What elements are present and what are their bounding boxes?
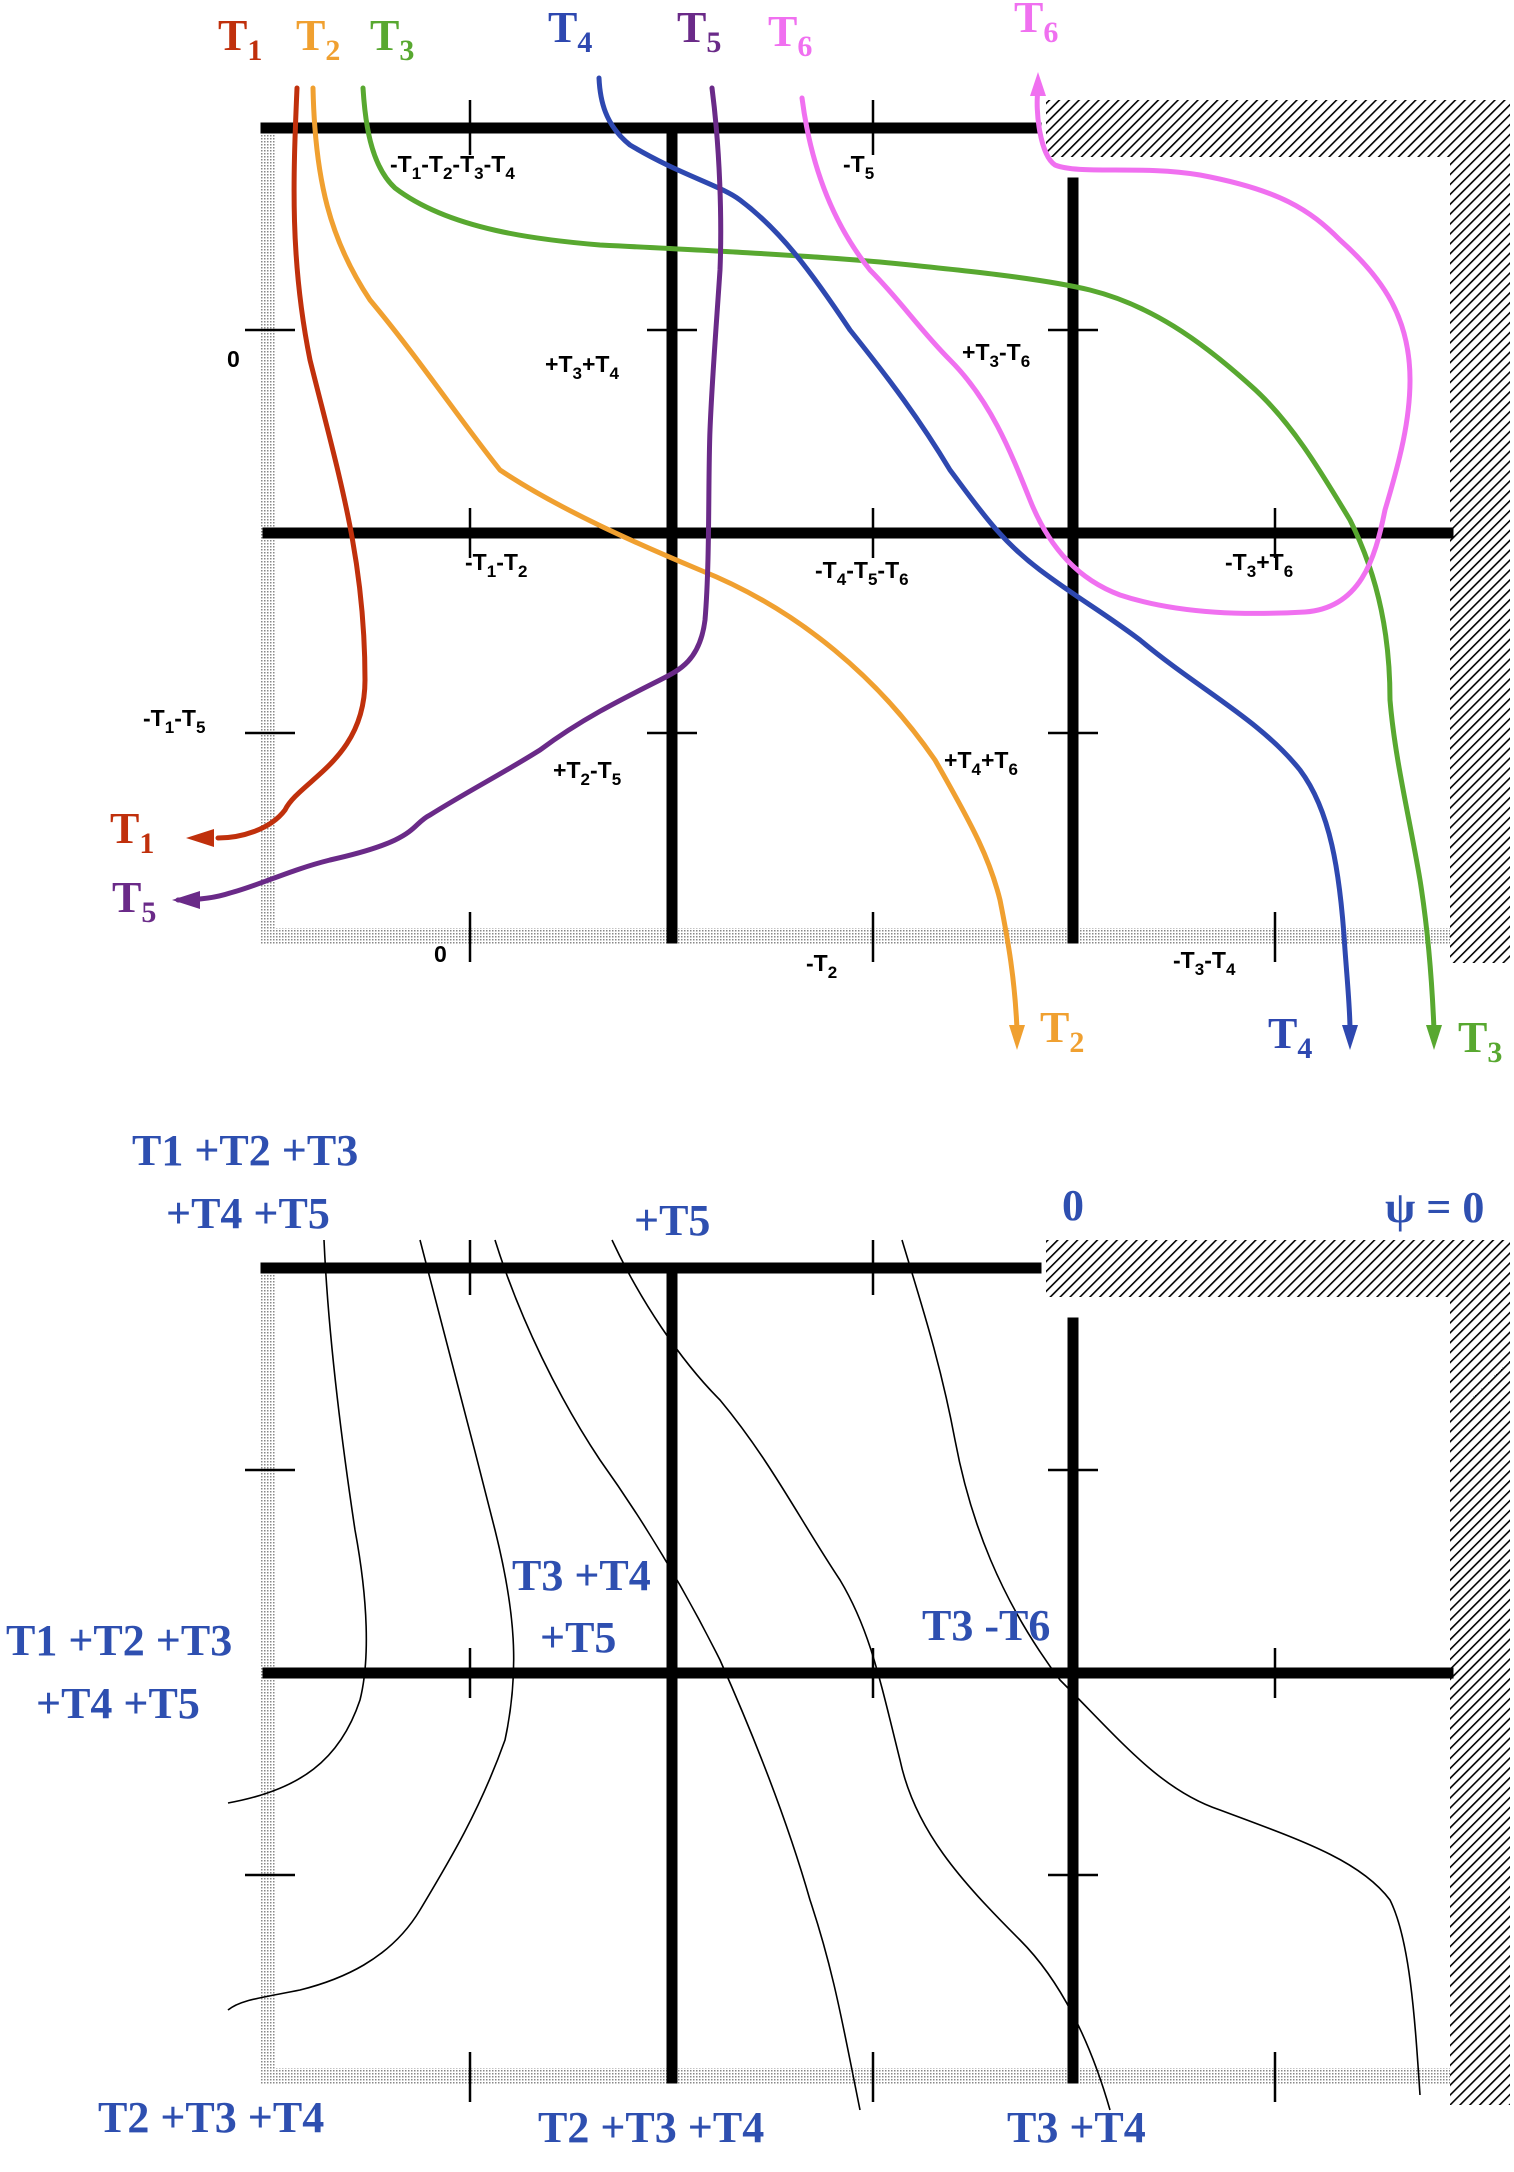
bottom-panel: T1 +T2 +T3 +T4 +T5 +T5 0 ψ = 0 T3 +T4 +T… — [6, 1126, 1510, 2152]
arrow-t4 — [1342, 1025, 1358, 1050]
label-t5-top: T5 — [677, 3, 721, 59]
top-panel: T1 T2 T3 T4 T5 T6 T6 T1 — [110, 0, 1510, 1069]
cell-label-c11: +T4+T6 — [944, 747, 1018, 779]
bottom-bottom-boundary — [260, 2068, 1450, 2084]
cell-label-c2: -T5 — [843, 151, 874, 183]
arrow-t3 — [1426, 1025, 1442, 1050]
top-hatched-boundary — [1046, 100, 1510, 963]
trace-t6-lower — [799, 87, 1413, 616]
cell-label-c12: 0 — [434, 941, 447, 967]
arrow-t5 — [172, 891, 200, 909]
arrow-t6 — [1030, 72, 1046, 96]
top-bottom-boundary — [260, 928, 1450, 944]
cell-label-c5: +T3-T6 — [962, 339, 1030, 371]
label-center-right: T3 -T6 — [922, 1601, 1050, 1650]
top-trajectories — [175, 75, 1437, 1033]
label-top-mid: +T5 — [634, 1196, 710, 1245]
cell-label-c8: -T3+T6 — [1225, 549, 1293, 581]
cell-label-c6: -T1-T2 — [465, 549, 527, 581]
label-t1-end: T1 — [110, 804, 154, 860]
label-t4-top: T4 — [548, 3, 592, 59]
trace-t4 — [596, 75, 1353, 1033]
cell-label-c10: +T2-T5 — [553, 757, 621, 789]
top-cell-labels: -T1-T2-T3-T4 -T5 0 +T3+T4 +T3-T6 -T1-T2 -T4-T5… — [143, 151, 1293, 982]
label-t1-top: T1 — [218, 11, 262, 67]
label-bottom-3: T3 +T4 — [1007, 2103, 1146, 2152]
cell-label-c9: -T1-T5 — [143, 705, 205, 737]
streamlines — [227, 1239, 1421, 2111]
cell-label-c1: -T1-T2-T3-T4 — [390, 151, 515, 183]
label-left-line2: +T4 +T5 — [36, 1679, 200, 1728]
label-left-line1: T1 +T2 +T3 — [6, 1616, 232, 1665]
label-t4-end: T4 — [1268, 1009, 1312, 1065]
label-t2-end: T2 — [1040, 1003, 1084, 1059]
label-bottom-1: T2 +T3 +T4 — [98, 2093, 324, 2142]
arrow-t2 — [1009, 1025, 1025, 1050]
cell-label-c14: -T3-T4 — [1173, 947, 1236, 979]
streamline-2 — [227, 1239, 515, 2011]
label-top-zero: 0 — [1062, 1181, 1084, 1230]
streamline-5 — [901, 1239, 1421, 2096]
cell-label-c4: +T3+T4 — [545, 351, 619, 383]
arrow-t1 — [186, 829, 214, 847]
streamline-1 — [227, 1239, 368, 1804]
trace-t5 — [175, 85, 724, 903]
label-top-left-line2: +T4 +T5 — [166, 1189, 330, 1238]
label-t3-end: T3 — [1458, 1013, 1502, 1069]
label-bottom-2: T2 +T3 +T4 — [538, 2103, 764, 2152]
label-top-left-line1: T1 +T2 +T3 — [132, 1126, 358, 1175]
label-center-line1: T3 +T4 — [512, 1551, 651, 1600]
trace-t2 — [310, 85, 1020, 1033]
streamline-3 — [494, 1239, 861, 2111]
top-curve-labels: T1 T2 T3 T4 T5 T6 T6 T1 — [110, 0, 1502, 1069]
label-psi: ψ = 0 — [1385, 1183, 1484, 1232]
cell-label-c13: -T2 — [806, 950, 837, 982]
label-t2-top: T2 — [296, 11, 340, 67]
bottom-tick-marks — [245, 1240, 1277, 2102]
label-t3-top: T3 — [370, 11, 414, 67]
bottom-labels: T1 +T2 +T3 +T4 +T5 +T5 0 ψ = 0 T3 +T4 +T… — [6, 1126, 1484, 2152]
trace-t1 — [215, 85, 368, 841]
top-arrowheads — [172, 72, 1442, 1050]
bottom-grid-walls — [260, 1262, 1454, 2084]
bottom-hatched-boundary — [1046, 1240, 1510, 2105]
streamline-4 — [611, 1239, 1111, 2111]
label-t6-top-b: T6 — [1014, 0, 1058, 49]
label-t5-end: T5 — [112, 873, 156, 929]
trace-t3 — [360, 85, 1437, 1033]
label-center-line2: +T5 — [540, 1613, 616, 1662]
label-t6-top-a: T6 — [768, 7, 812, 63]
cell-label-c3: 0 — [227, 346, 240, 372]
top-grid-walls — [260, 122, 1454, 944]
top-tick-marks — [245, 100, 1277, 962]
cell-label-c7: -T4-T5-T6 — [815, 557, 909, 589]
